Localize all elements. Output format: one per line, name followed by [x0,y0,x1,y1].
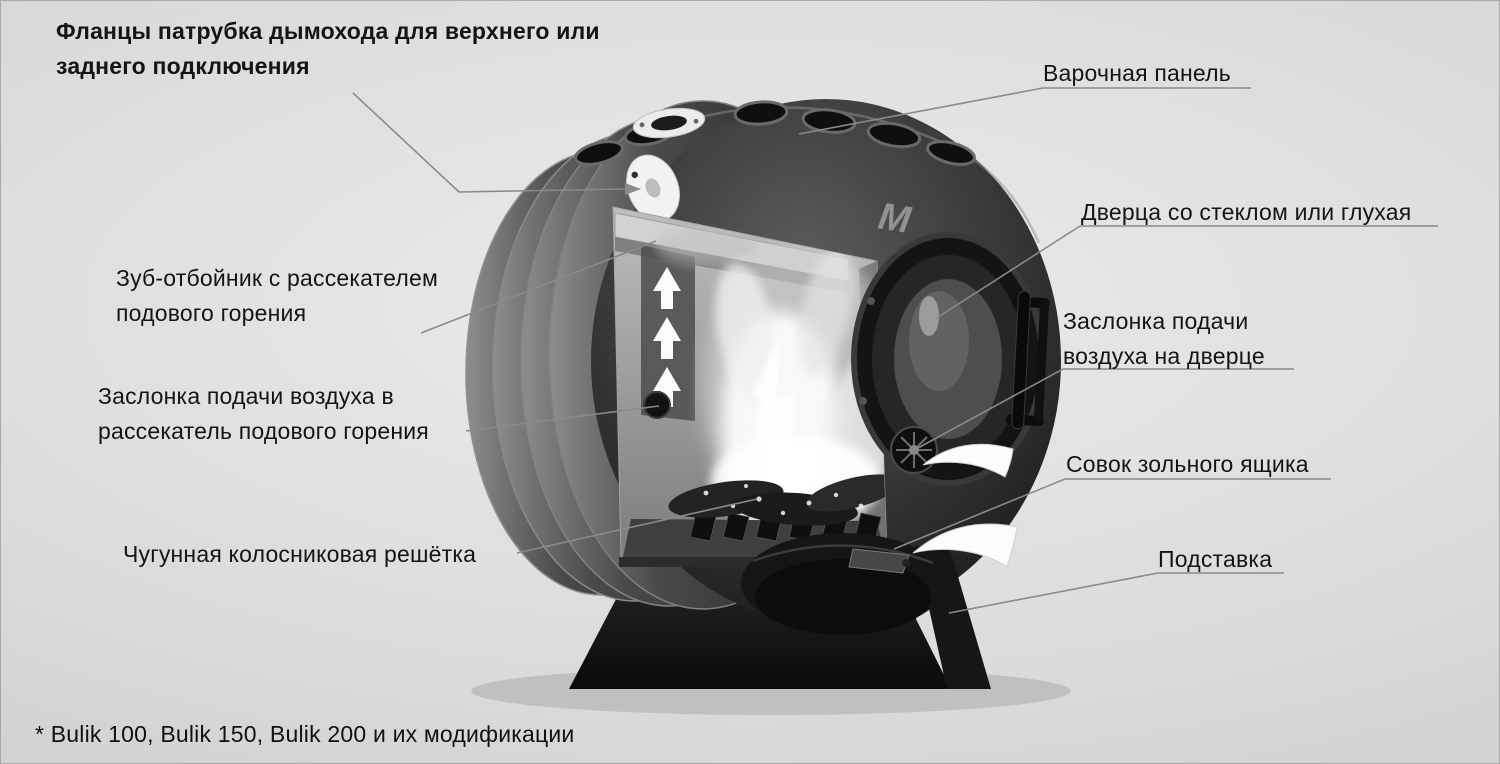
leader-chimney-flanges [352,92,628,193]
label-chimney-flanges: Фланцы патрубка дымохода для верхнего ил… [56,18,600,79]
airflow-swoosh-top [922,443,1014,478]
label-deflector-tooth: Зуб-отбойник с рассекателем подового гор… [116,265,438,326]
ash-scoop [848,548,910,574]
footnote-models: * Bulik 100, Bulik 150, Bulik 200 и их м… [35,721,575,747]
leader-grate [516,498,758,554]
label-door-air-damper: Заслонка подачи воздуха на дверце [1063,308,1265,369]
splitter-air-damper [643,391,671,419]
label-splitter-air-damper: Заслонка подачи воздуха в рассекатель по… [98,383,429,444]
leader-ash-scoop [893,478,1331,550]
door-glass [894,279,1002,439]
leader-splitter-air-damper [465,405,660,432]
leader-door-air-damper [917,368,1294,449]
label-ash-scoop: Совок зольного ящика [1066,451,1309,477]
leader-cooking-panel [798,87,1251,135]
airflow-arrows-up [653,267,681,407]
label-grate: Чугунная колосниковая решётка [123,541,477,567]
leader-deflector-tooth [420,240,657,334]
label-cooking-panel: Варочная панель [1043,60,1231,86]
label-stand: Подставка [1158,546,1273,572]
firebox-floor [623,474,887,557]
label-door: Дверца со стеклом или глухая [1081,199,1412,225]
door-air-damper [890,426,938,474]
airflow-swoosh-bottom [912,523,1018,568]
ash-box [741,533,945,635]
logs-embers [668,474,887,526]
leader-stand [948,572,1284,614]
leader-door [934,225,1438,320]
chimney-flange-top [632,107,706,139]
leader-chimney-flanges-arrow [625,183,641,195]
leader-lines [352,87,1438,614]
